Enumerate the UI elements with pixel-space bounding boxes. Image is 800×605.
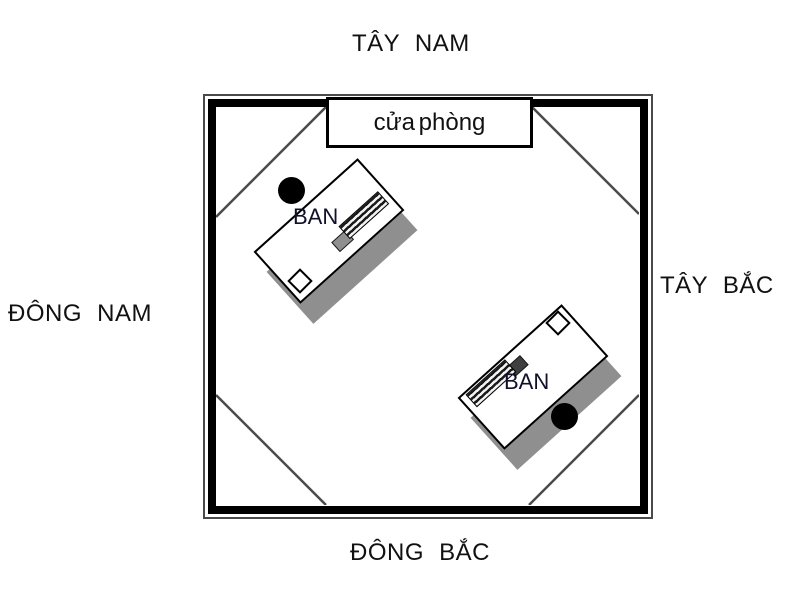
diagonal-top-left <box>216 107 327 218</box>
diagonal-top-right <box>531 107 639 215</box>
direction-label-southeast: ĐÔNG NAM <box>8 300 152 327</box>
person-dot-icon <box>551 403 578 430</box>
direction-label-southwest: TÂY NAM <box>352 30 470 57</box>
direction-label-northwest: TÂY BẮC <box>660 272 774 299</box>
diagonal-bottom-right <box>528 394 639 505</box>
desk-1-label: BAN <box>293 204 339 229</box>
door: cửa phòng <box>326 97 533 148</box>
person-dot-icon <box>278 177 305 204</box>
room-wall <box>208 99 648 514</box>
diagonal-bottom-left <box>216 394 327 505</box>
direction-label-northeast: ĐÔNG BẮC <box>350 539 491 566</box>
door-label: cửa phòng <box>373 108 486 136</box>
desk-2-label: BAN <box>504 369 550 394</box>
room-outer-frame <box>203 94 653 519</box>
corner-diagonal-lines <box>216 107 639 505</box>
